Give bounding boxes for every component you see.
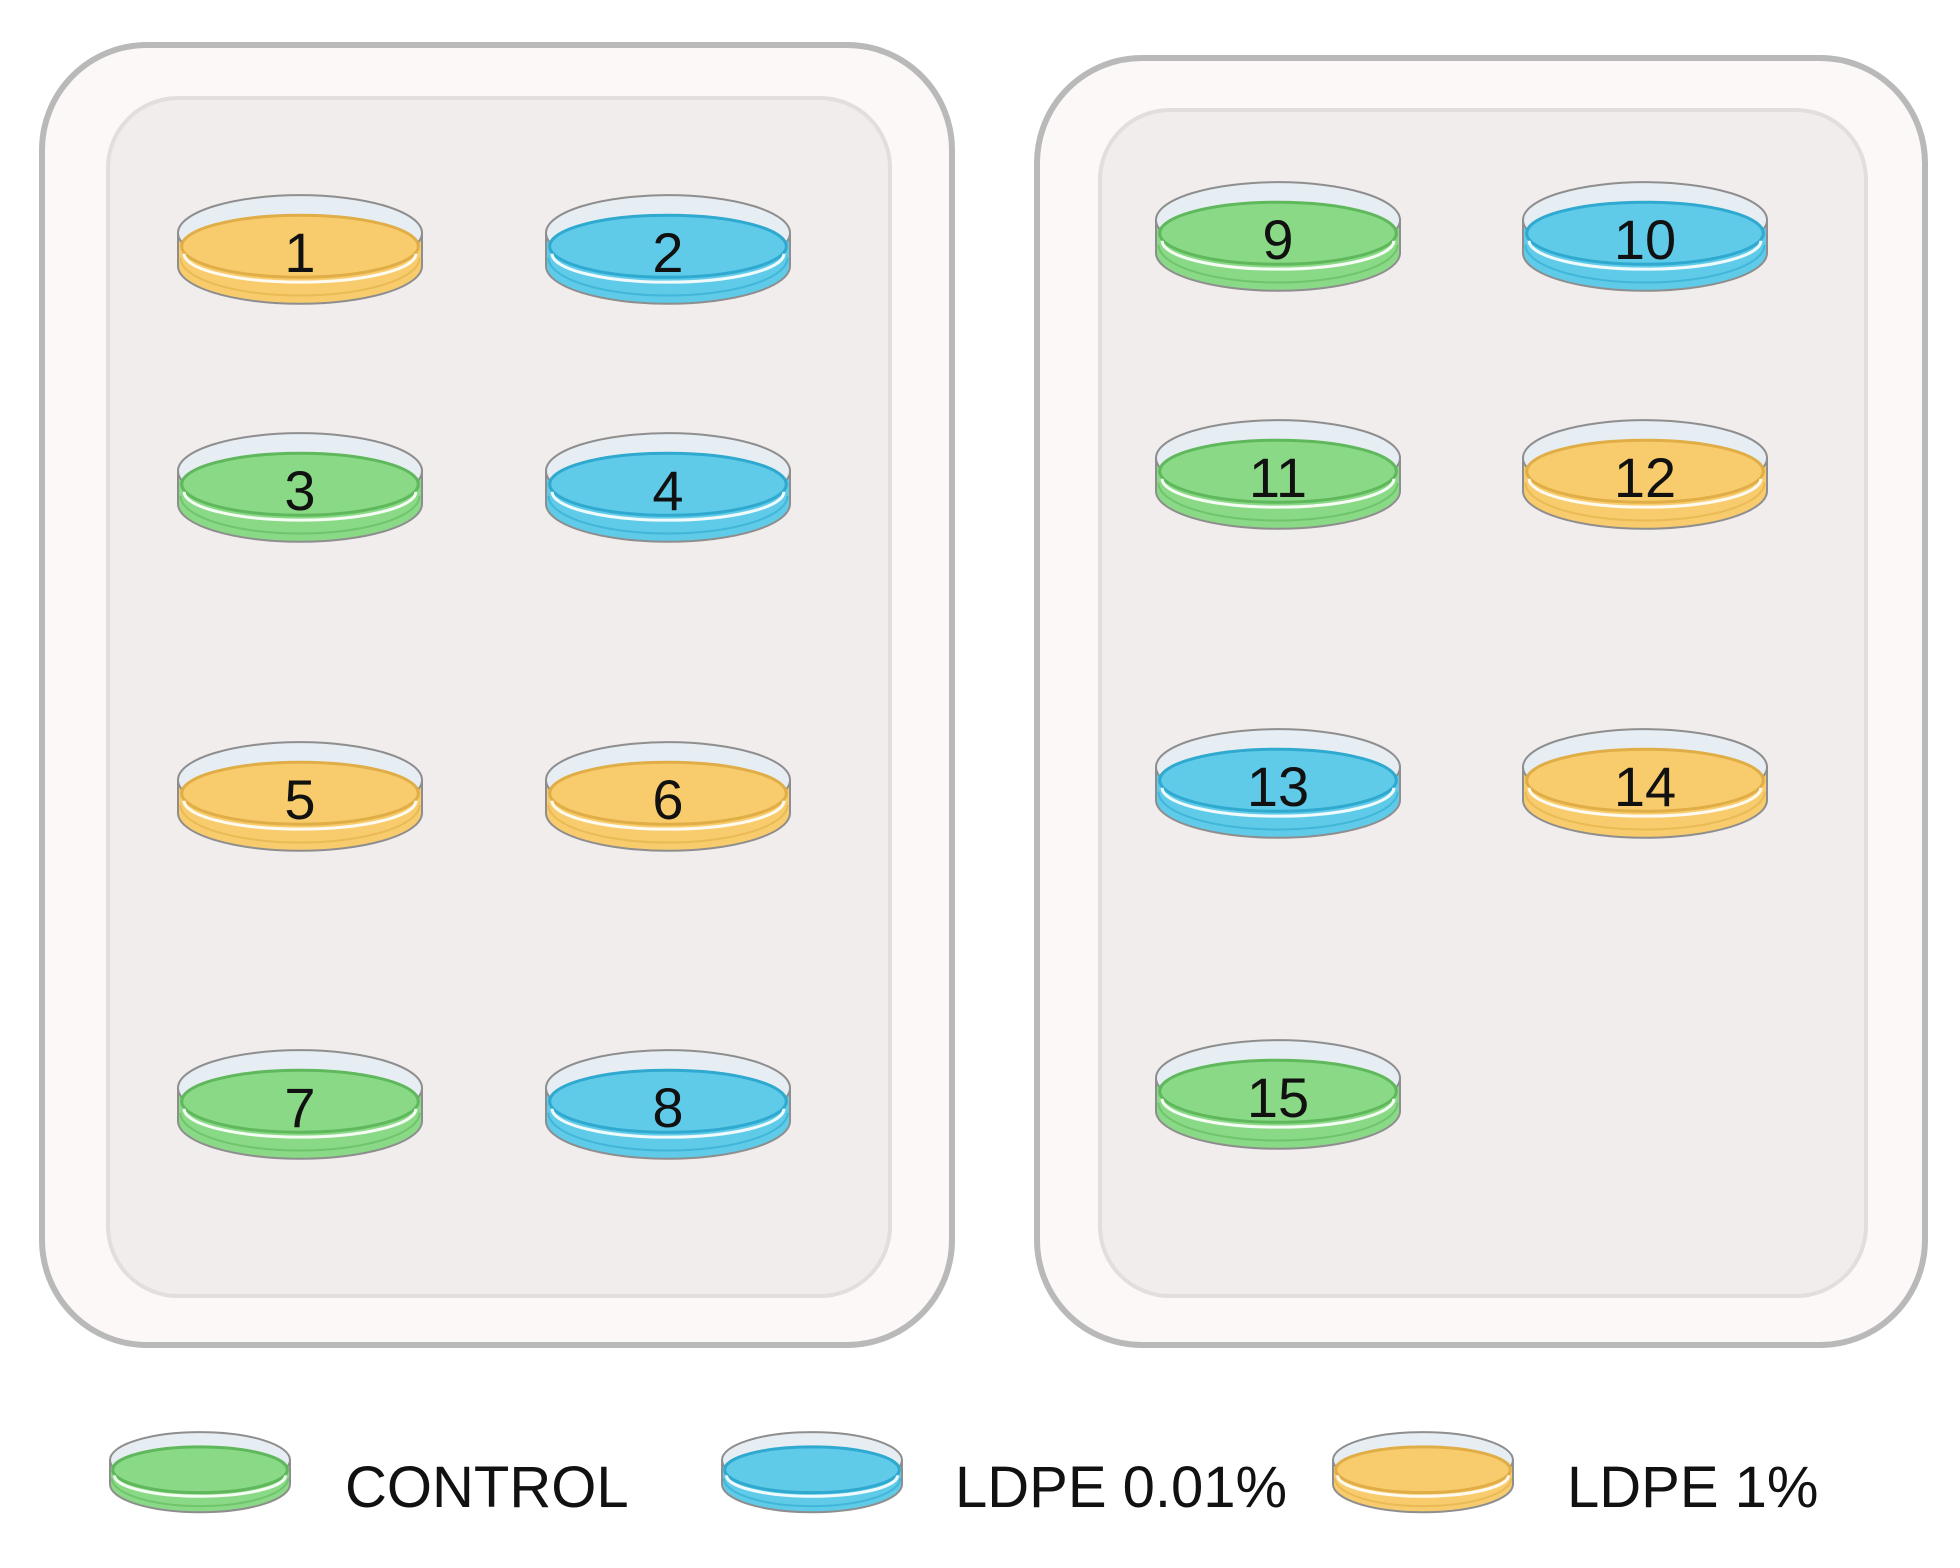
dish-7: 7 — [177, 1049, 423, 1160]
tray-2 — [1034, 55, 1928, 1348]
dish-1-highlight — [182, 253, 418, 284]
dish-15-base-line — [1157, 1102, 1399, 1142]
legend-swatch-ldpe-1-highlight — [1336, 1475, 1510, 1498]
dish-5-base-line — [179, 804, 421, 844]
legend-swatch-ldpe-001-base-line — [722, 1478, 902, 1508]
dish-13: 13 — [1155, 728, 1401, 839]
dish-2-number: 2 — [652, 221, 683, 284]
dish-1-number: 1 — [284, 221, 315, 284]
dish-14-number: 14 — [1614, 755, 1676, 818]
dish-10-highlight — [1527, 240, 1763, 271]
legend-label-ldpe-0.01: LDPE 0.01% — [955, 1455, 1287, 1520]
legend-swatch-ldpe-1 — [1332, 1431, 1514, 1514]
dish-11-number: 11 — [1249, 446, 1307, 509]
dish-13-base-line — [1157, 791, 1399, 831]
dish-7-base-line — [179, 1112, 421, 1152]
dish-2-base-line — [547, 257, 789, 297]
dish-3: 3 — [177, 432, 423, 543]
dish-3-number: 3 — [284, 459, 315, 522]
dish-9-highlight — [1160, 240, 1396, 271]
legend-swatch-ldpe-001 — [721, 1431, 903, 1514]
dish-1-medium — [180, 213, 420, 279]
legend-swatch-ldpe-1-medium — [1334, 1445, 1512, 1495]
legend-swatch-ldpe-001-medium — [723, 1445, 901, 1495]
dish-10-medium — [1525, 200, 1765, 266]
dish-8-base-line — [547, 1112, 789, 1152]
legend-swatch-ldpe-1-base-line — [1333, 1478, 1513, 1508]
dish-11-medium — [1158, 438, 1398, 504]
dish-15-number: 15 — [1247, 1066, 1309, 1129]
tray-1 — [39, 42, 955, 1348]
dish-4-highlight — [550, 491, 786, 522]
dish-15-highlight — [1160, 1098, 1396, 1129]
dish-15: 15 — [1155, 1039, 1401, 1150]
dish-7-highlight — [182, 1108, 418, 1139]
dish-13-highlight — [1160, 787, 1396, 818]
dish-9-medium — [1158, 200, 1398, 266]
dish-14-base-line — [1524, 791, 1766, 831]
dish-5: 5 — [177, 741, 423, 852]
dish-2-highlight — [550, 253, 786, 284]
dish-4: 4 — [545, 432, 791, 543]
dish-6-number: 6 — [652, 768, 683, 831]
dish-1: 1 — [177, 194, 423, 305]
dish-4-medium — [548, 451, 788, 517]
dish-15-medium — [1158, 1058, 1398, 1124]
dish-3-medium — [180, 451, 420, 517]
dish-13-medium — [1158, 747, 1398, 813]
dish-3-base-line — [179, 495, 421, 535]
dish-6: 6 — [545, 741, 791, 852]
dish-14-medium — [1525, 747, 1765, 813]
legend: CONTROL LDPE 0.01% LDPE 1% — [109, 1431, 1818, 1520]
dish-13-number: 13 — [1247, 755, 1309, 818]
dish-9: 9 — [1155, 181, 1401, 292]
dish-8-highlight — [550, 1108, 786, 1139]
dish-9-base-line — [1157, 244, 1399, 284]
legend-label-ldpe-1: LDPE 1% — [1567, 1455, 1818, 1520]
dish-12-medium — [1525, 438, 1765, 504]
dish-8-number: 8 — [652, 1076, 683, 1139]
legend-swatch-ldpe-001-highlight — [725, 1475, 899, 1498]
legend-swatches — [109, 1431, 1514, 1514]
legend-swatch-control-highlight — [113, 1475, 287, 1498]
dish-11-base-line — [1157, 482, 1399, 522]
dish-3-highlight — [182, 491, 418, 522]
legend-label-control: CONTROL — [345, 1455, 629, 1520]
dish-5-number: 5 — [284, 768, 315, 831]
legend-swatch-control — [109, 1431, 291, 1514]
dish-8: 8 — [545, 1049, 791, 1160]
dish-5-medium — [180, 760, 420, 826]
dish-10: 10 — [1522, 181, 1768, 292]
dish-4-number: 4 — [652, 459, 683, 522]
dish-6-medium — [548, 760, 788, 826]
dish-5-highlight — [182, 800, 418, 831]
dish-12-number: 12 — [1614, 446, 1676, 509]
dish-12-base-line — [1524, 482, 1766, 522]
dish-11-highlight — [1160, 478, 1396, 509]
dish-7-medium — [180, 1068, 420, 1134]
dish-12: 12 — [1522, 419, 1768, 530]
dish-10-base-line — [1524, 244, 1766, 284]
dish-11: 11 — [1155, 419, 1401, 530]
dish-7-number: 7 — [284, 1076, 315, 1139]
dish-4-base-line — [547, 495, 789, 535]
dish-6-base-line — [547, 804, 789, 844]
dish-2-medium — [548, 213, 788, 279]
dish-14: 14 — [1522, 728, 1768, 839]
dish-6-highlight — [550, 800, 786, 831]
dish-8-medium — [548, 1068, 788, 1134]
legend-swatch-control-medium — [111, 1445, 289, 1495]
dish-12-highlight — [1527, 478, 1763, 509]
dish-9-number: 9 — [1262, 208, 1293, 271]
legend-swatch-control-base-line — [110, 1478, 290, 1508]
dish-1-base-line — [179, 257, 421, 297]
dish-14-highlight — [1527, 787, 1763, 818]
dish-2: 2 — [545, 194, 791, 305]
dish-10-number: 10 — [1614, 208, 1676, 271]
